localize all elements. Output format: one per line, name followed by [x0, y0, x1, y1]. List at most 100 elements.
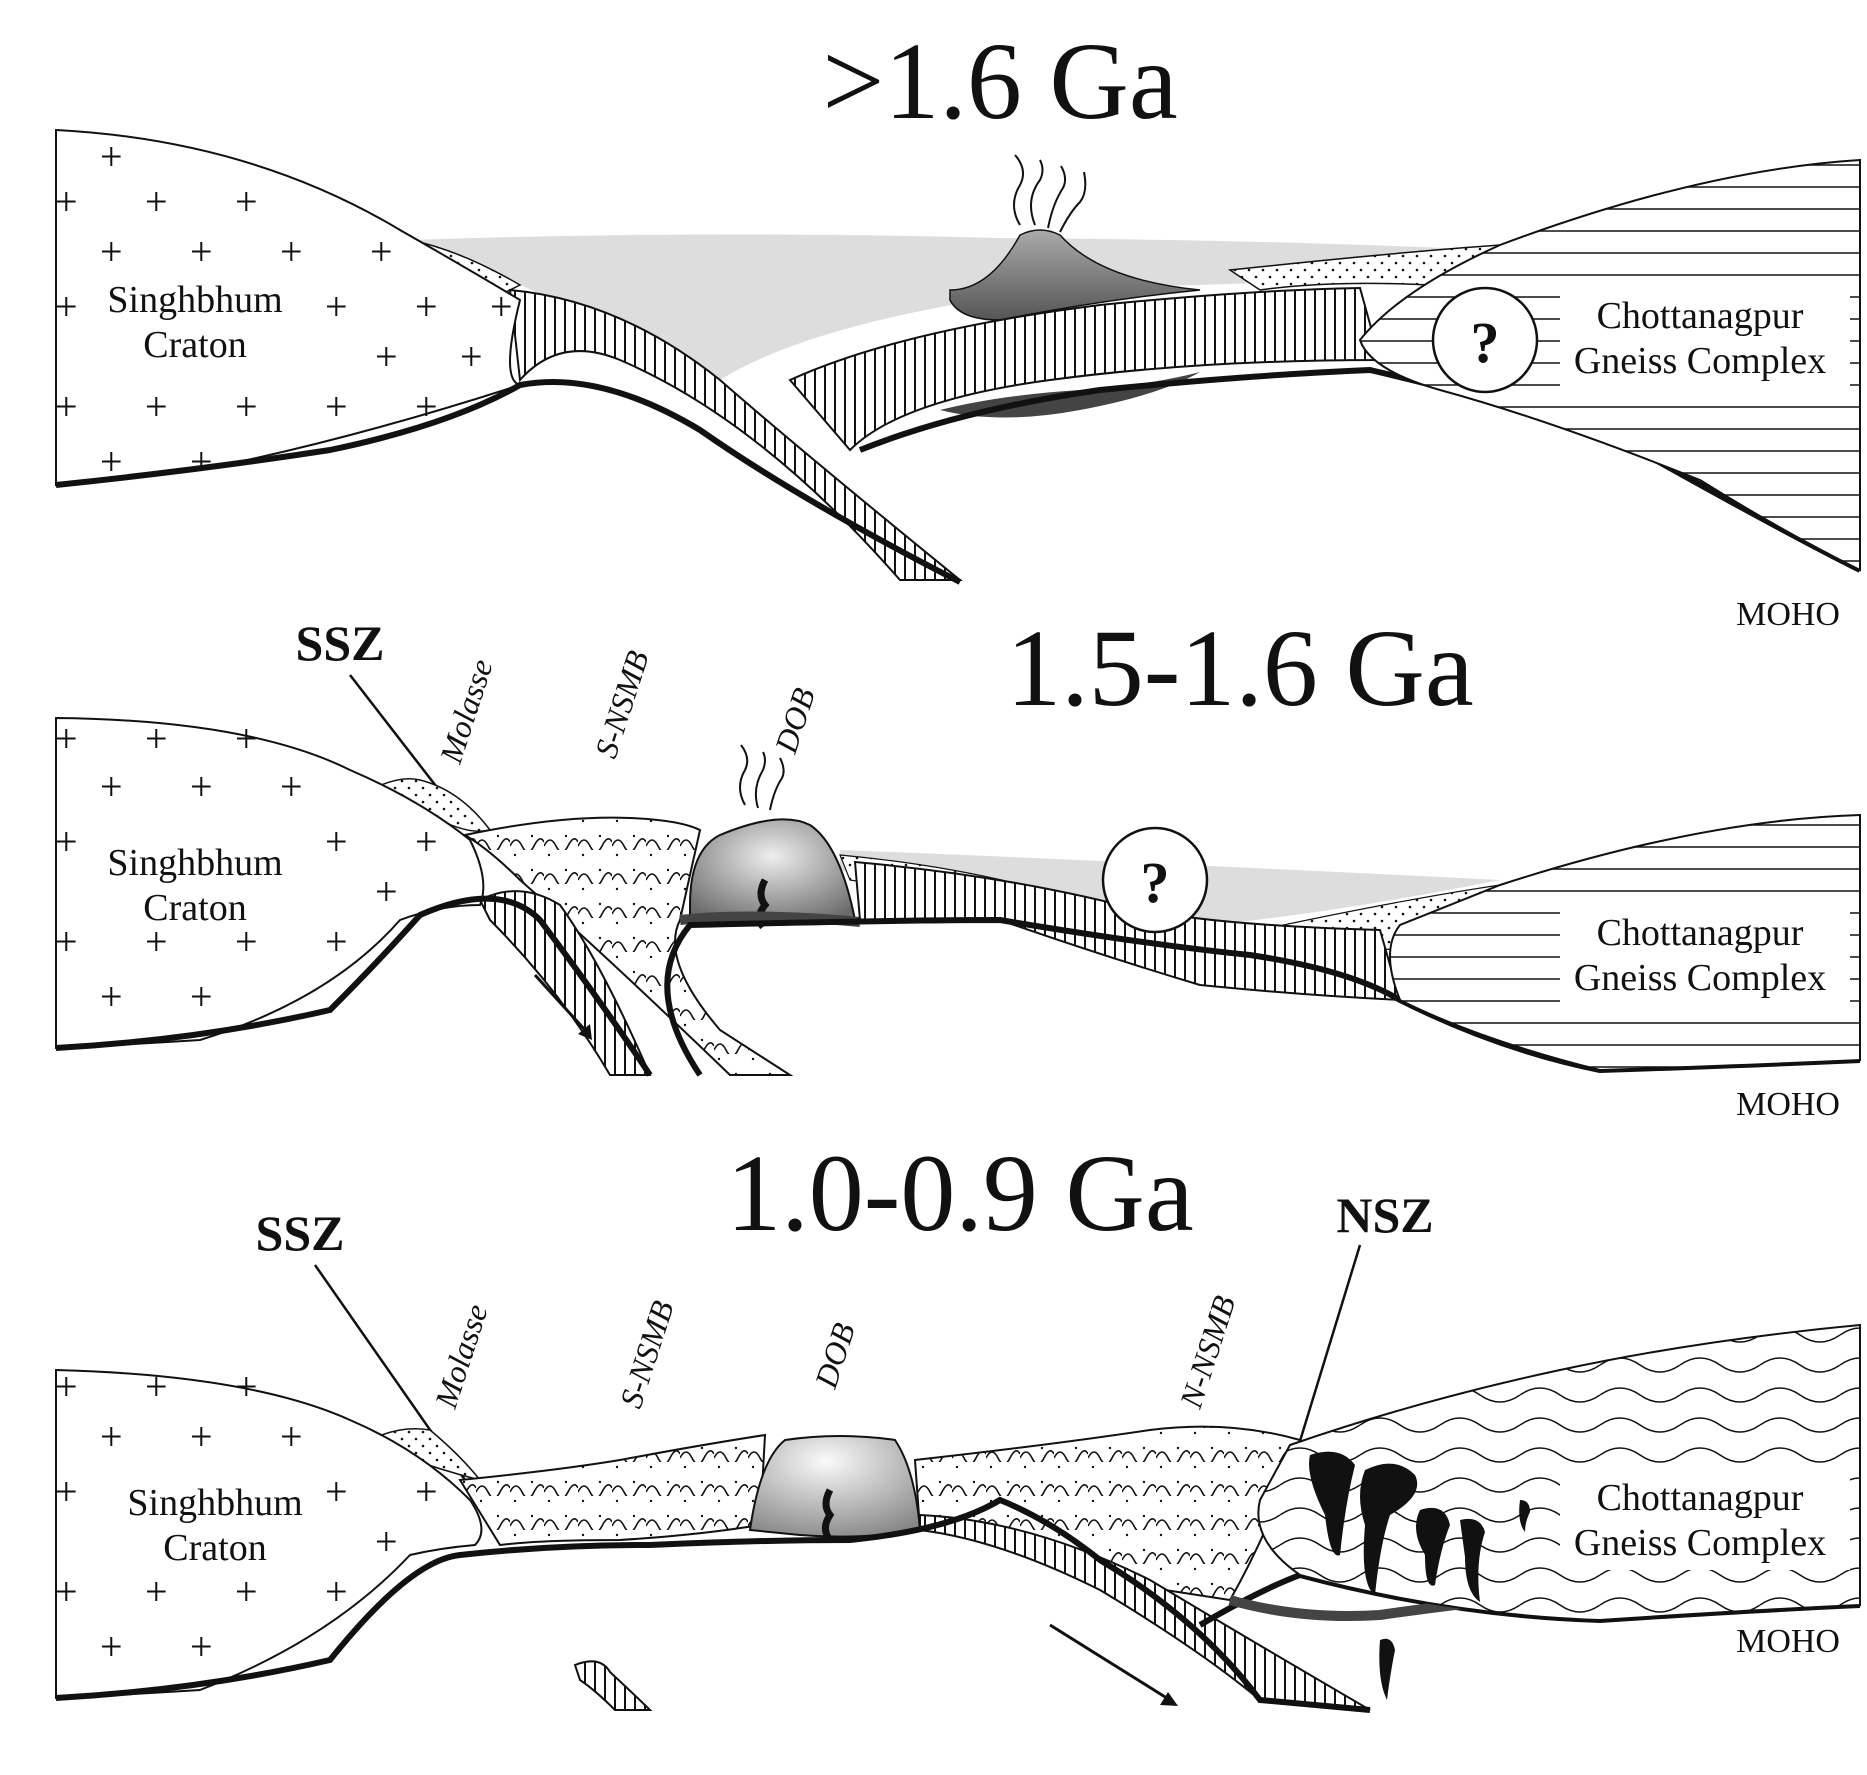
svg-text:+: + [190, 229, 213, 274]
basin-fill [410, 234, 1490, 380]
svg-text:+: + [190, 439, 213, 484]
question-mark: ? [1471, 310, 1500, 375]
dyke [821, 1488, 835, 1539]
svg-text:+: + [280, 1414, 303, 1459]
svg-text:+: + [100, 764, 123, 809]
craton-3 [55, 1368, 483, 1700]
slab-fragment [573, 1660, 653, 1711]
svg-text:+: + [415, 819, 438, 864]
craton-label: Craton [143, 887, 246, 929]
moho-label: MOHO [1736, 1623, 1840, 1660]
svg-text:+: + [280, 229, 303, 274]
svg-text:+: + [145, 179, 168, 224]
nnsmb-label: N-NSMB [1172, 1291, 1242, 1413]
dob-volcanic [748, 1435, 922, 1538]
granite-plutons [1309, 1451, 1530, 1700]
svg-text:+: + [325, 1469, 348, 1514]
svg-text:+: + [415, 284, 438, 329]
svg-text:+: + [55, 1469, 78, 1514]
moho-line-right [858, 366, 1862, 573]
svg-text:+: + [375, 1519, 398, 1564]
svg-text:+: + [325, 284, 348, 329]
craton-label: Singhbhum [107, 842, 282, 884]
gneiss-label: Chottanagpur [1597, 295, 1804, 337]
panel-3: 1.0-0.9 Ga SSZ NSZ Molasse S-NSMB DOB N-… [55, 1132, 1861, 1713]
svg-text:+: + [190, 1414, 213, 1459]
molasse-label: Molasse [427, 1300, 495, 1414]
svg-text:+: + [55, 716, 78, 761]
svg-text:+: + [460, 334, 483, 379]
nsz-label: NSZ [1336, 1187, 1433, 1243]
svg-text:+: + [235, 919, 258, 964]
moho-line-left [55, 1496, 1371, 1713]
craton-crosses: +++ +++ +++ + ++++ ++ [55, 716, 438, 1019]
svg-text:+: + [325, 1569, 348, 1614]
craton-crosses: + +++ ++++ ++++ ++ +++++ ++ [55, 134, 513, 484]
svg-text:+: + [325, 819, 348, 864]
svg-text:+: + [55, 384, 78, 429]
slab-right [919, 1513, 1371, 1711]
moho-label: MOHO [1736, 596, 1840, 633]
svg-text:+: + [235, 179, 258, 224]
svg-text:+: + [190, 764, 213, 809]
smoke-icon [739, 744, 785, 811]
svg-text:+: + [55, 819, 78, 864]
svg-text:+: + [55, 179, 78, 224]
svg-text:+: + [235, 1569, 258, 1614]
label-bg [1560, 1475, 1850, 1570]
svg-text:+: + [55, 1364, 78, 1409]
svg-text:+: + [145, 716, 168, 761]
question-circle [1101, 826, 1209, 934]
snsmb-unit [462, 816, 794, 1076]
panel-2-title: 1.5-1.6 Ga [1006, 607, 1473, 729]
arrow-icon [1160, 1692, 1178, 1706]
gneiss-label: Gneiss Complex [1574, 957, 1826, 999]
question-mark: ? [1141, 850, 1170, 915]
oceanic-crust [788, 286, 1382, 452]
svg-text:+: + [100, 974, 123, 1019]
question-circle [1431, 286, 1539, 394]
panel-1: >1.6 Ga + +++ ++++ ++++ ++ +++++ ++ [55, 20, 1862, 633]
svg-text:+: + [100, 1414, 123, 1459]
gneiss-label: Gneiss Complex [1574, 340, 1826, 382]
svg-text:+: + [100, 439, 123, 484]
svg-text:+: + [325, 919, 348, 964]
svg-text:+: + [190, 1624, 213, 1669]
panel-1-title: >1.6 Ga [822, 20, 1177, 142]
svg-text:+: + [375, 334, 398, 379]
svg-text:+: + [145, 1364, 168, 1409]
svg-text:+: + [370, 229, 393, 274]
craton-2 [55, 716, 485, 1050]
craton-label: Craton [143, 324, 246, 366]
craton-label: Singhbhum [107, 279, 282, 321]
arrow-line [533, 973, 587, 1032]
snsmb-unit [458, 1433, 767, 1547]
svg-text:+: + [415, 384, 438, 429]
slab-left [478, 890, 652, 1076]
moho-line-left [55, 379, 962, 585]
smoke-icon [1013, 154, 1087, 233]
svg-text:+: + [100, 229, 123, 274]
svg-text:+: + [375, 869, 398, 914]
svg-text:+: + [280, 764, 303, 809]
svg-text:+: + [100, 134, 123, 179]
dob-label: DOB [807, 1318, 862, 1393]
gneiss-label: Chottanagpur [1597, 1477, 1804, 1519]
svg-text:+: + [190, 974, 213, 1019]
craton-label: Craton [163, 1527, 266, 1569]
svg-text:+: + [55, 1569, 78, 1614]
svg-text:+: + [55, 919, 78, 964]
svg-text:+: + [235, 384, 258, 429]
svg-text:+: + [235, 1364, 258, 1409]
label-bg [1560, 910, 1850, 1005]
panel-2: 1.5-1.6 Ga SSZ Molasse S-NSMB DOB +++ ++… [55, 607, 1861, 1123]
ssz-label: SSZ [256, 1205, 345, 1261]
molasse-label: Molasse [432, 655, 500, 769]
dob-label: DOB [767, 683, 822, 758]
arrow-icon [578, 1024, 592, 1040]
svg-text:+: + [325, 384, 348, 429]
gneiss-label: Chottanagpur [1597, 912, 1804, 954]
svg-text:+: + [145, 384, 168, 429]
svg-text:+: + [145, 1569, 168, 1614]
